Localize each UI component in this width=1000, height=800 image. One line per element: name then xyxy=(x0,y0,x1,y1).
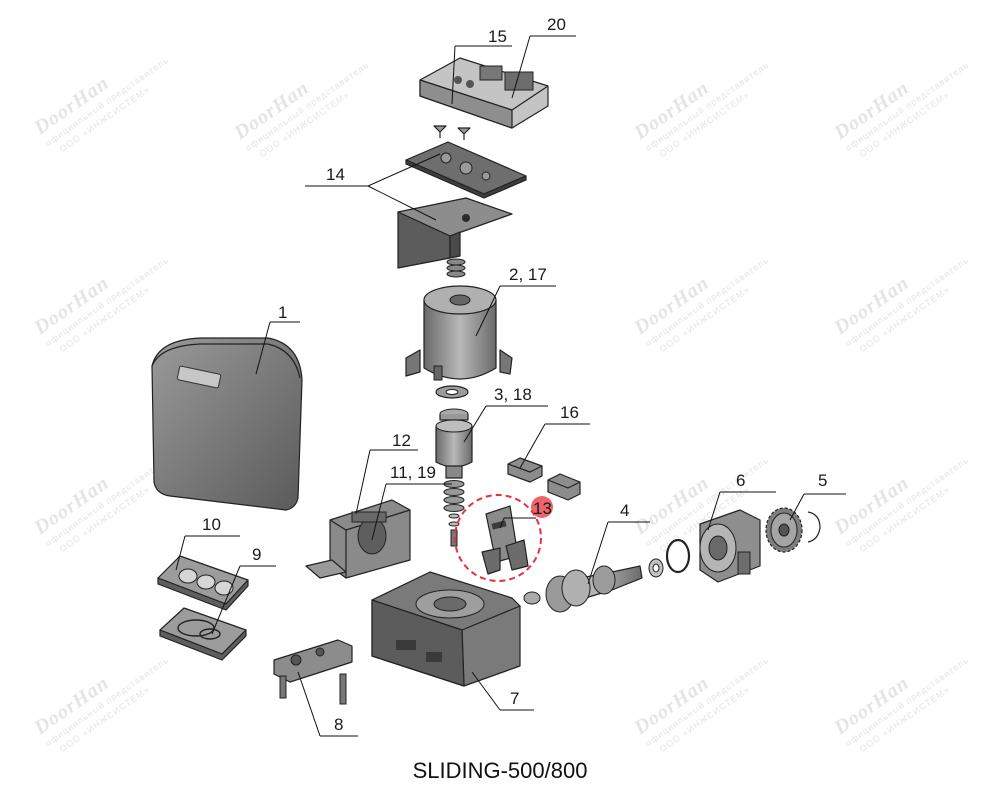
part-rotor xyxy=(435,408,473,479)
part-control-board xyxy=(419,57,549,220)
highlight-dot xyxy=(531,496,553,518)
callout-11-19: 11, 19 xyxy=(390,463,436,482)
callout-2-17: 2, 17 xyxy=(509,265,547,284)
diagram-caption: SLIDING-500/800 xyxy=(412,758,588,783)
highlight-ring xyxy=(454,494,542,582)
part-capacitor-cradle xyxy=(305,499,411,579)
callout-12: 12 xyxy=(392,431,411,450)
part-output-shaft xyxy=(545,565,643,613)
part-gear-housing xyxy=(699,509,761,583)
part-oring xyxy=(665,538,691,574)
part-seal-tray xyxy=(159,607,247,661)
part-limit-switches xyxy=(507,457,581,501)
part-spring-top xyxy=(446,258,466,278)
callout-16: 16 xyxy=(560,403,579,422)
part-motor-housing xyxy=(405,285,513,381)
callout-14: 14 xyxy=(326,165,345,184)
part-retaining-clip xyxy=(807,511,821,543)
part-magnet-tray xyxy=(157,555,249,611)
part-bracket xyxy=(397,197,513,269)
part-worm-shaft xyxy=(443,480,465,547)
callout-13: 13 xyxy=(533,499,552,518)
part-limit-bracket xyxy=(481,505,529,575)
callout-5: 5 xyxy=(818,471,827,490)
part-board-screws xyxy=(433,125,471,140)
callout-labels: 15 20 14 2, 17 1 3, 18 16 12 11, 19 13 4… xyxy=(202,15,827,734)
part-spacer-ring xyxy=(648,558,664,578)
callout-8: 8 xyxy=(334,715,343,734)
callout-9: 9 xyxy=(252,545,261,564)
part-gearbox-base xyxy=(371,571,521,687)
callout-20: 20 xyxy=(547,15,566,34)
leader-lines xyxy=(175,35,846,737)
part-small-bushing xyxy=(523,591,541,605)
callout-1: 1 xyxy=(278,303,287,322)
part-drive-gear xyxy=(765,507,803,553)
callout-6: 6 xyxy=(736,471,745,490)
callout-4: 4 xyxy=(620,501,629,520)
part-mounting-plate xyxy=(405,141,527,199)
callout-7: 7 xyxy=(510,689,519,708)
callout-3-18: 3, 18 xyxy=(494,385,532,404)
callout-10: 10 xyxy=(202,515,221,534)
part-release-lever xyxy=(273,639,353,705)
part-bearing-ring xyxy=(435,385,469,399)
part-cover xyxy=(151,337,303,511)
callout-15: 15 xyxy=(488,27,507,46)
